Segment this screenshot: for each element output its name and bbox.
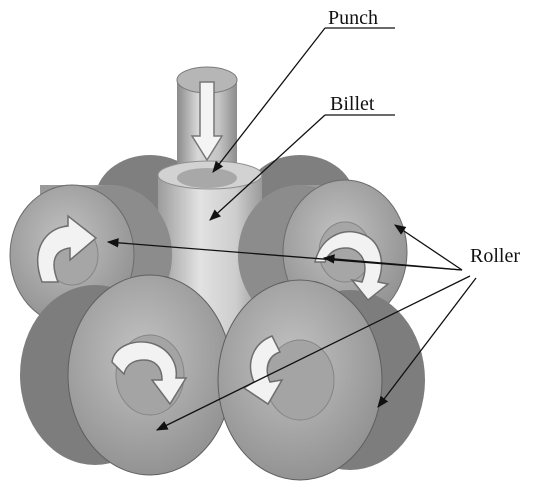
punch-direction-arrow-icon [190, 81, 224, 162]
roller-left-lower [20, 274, 233, 476]
roller-right-lower [217, 279, 425, 481]
punch-label: Punch [328, 7, 378, 29]
leader-lines [106, 27, 477, 431]
billet-label: Billet [330, 93, 375, 115]
rotation-arrow-icon [37, 214, 390, 406]
roller-label: Roller [470, 245, 520, 267]
